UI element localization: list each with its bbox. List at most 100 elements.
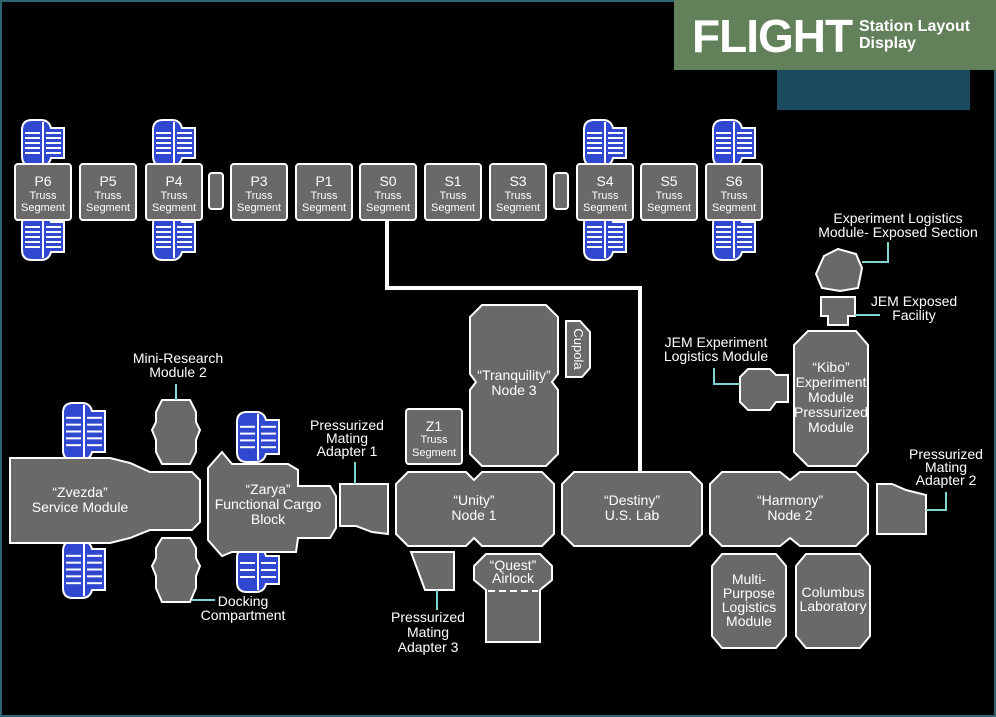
jem-elm-leader xyxy=(713,368,740,385)
module-pma2[interactable] xyxy=(876,483,927,535)
docking-callout-1: Docking xyxy=(218,593,269,609)
truss-sub1: Truss xyxy=(245,190,273,202)
elm-es-callout-2: Module- Exposed Section xyxy=(818,224,978,240)
module-zvezda[interactable]: “Zvezda” Service Module xyxy=(9,457,201,544)
pma2-callout-3: Adapter 2 xyxy=(916,472,977,488)
tranquility-label-2: Node 3 xyxy=(491,382,536,398)
solar-array-s4-upper xyxy=(583,119,627,167)
truss-sub1: Truss xyxy=(591,190,619,202)
truss-sub1: Truss xyxy=(374,190,402,202)
truss-sub1: Truss xyxy=(504,190,532,202)
module-destiny[interactable]: “Destiny” U.S. Lab xyxy=(561,471,703,547)
module-kibo[interactable]: “Kibo” Experiment Module Pressurized Mod… xyxy=(793,330,869,467)
zarya-label-1: “Zarya” xyxy=(245,481,290,497)
truss-sub1: Truss xyxy=(160,190,188,202)
destiny-label-1: “Destiny” xyxy=(604,492,660,508)
subtitle-line1: Station Layout xyxy=(859,18,971,35)
kibo-label-4: Pressurized xyxy=(794,404,868,420)
zarya-label-3: Block xyxy=(251,511,286,527)
module-pma1[interactable] xyxy=(339,483,389,536)
truss-name: S6 xyxy=(725,173,742,189)
truss-name: S5 xyxy=(660,173,677,189)
module-zarya[interactable]: “Zarya” Functional Cargo Block xyxy=(207,450,337,558)
module-z1-truss[interactable]: Z1 Truss Segment xyxy=(405,408,463,465)
module-mplm[interactable]: Multi- Purpose Logistics Module xyxy=(711,553,787,649)
zvezda-label-1: “Zvezda” xyxy=(52,484,108,500)
truss-sub2: Segment xyxy=(496,202,540,214)
truss-name: P1 xyxy=(315,173,332,189)
truss-name: S1 xyxy=(444,173,461,189)
module-unity[interactable]: “Unity” Node 1 xyxy=(395,471,555,547)
module-quest[interactable]: “Quest” Airlock xyxy=(473,553,553,643)
module-mrm2[interactable] xyxy=(150,399,202,465)
zvezda-solar-arrays xyxy=(62,402,106,599)
solar-array-p4-lower xyxy=(152,213,196,261)
module-docking-compartment[interactable] xyxy=(150,537,202,603)
pma1-callout-3: Adapter 1 xyxy=(317,443,378,459)
mrm2-callout-2: Module 2 xyxy=(149,364,207,380)
module-harmony[interactable]: “Harmony” Node 2 xyxy=(709,471,869,547)
unity-label-2: Node 1 xyxy=(451,507,496,523)
display-subtitle: Station Layout Display xyxy=(859,18,970,52)
harmony-label-2: Node 2 xyxy=(767,507,812,523)
kibo-label-3: Module xyxy=(808,389,854,405)
truss-sub2: Segment xyxy=(366,202,410,214)
kibo-label-1: “Kibo” xyxy=(812,359,850,375)
truss-name: S4 xyxy=(596,173,613,189)
module-jem-ef[interactable] xyxy=(820,296,856,326)
truss-sub1: Truss xyxy=(94,190,122,202)
truss-sub2: Segment xyxy=(86,202,130,214)
truss-sub2: Segment xyxy=(647,202,691,214)
truss-spacer-2 xyxy=(553,172,569,210)
module-cupola[interactable]: Cupola xyxy=(565,320,591,378)
elm-es-callout-1: Experiment Logistics xyxy=(833,210,962,226)
module-tranquility[interactable]: “Tranquility” Node 3 xyxy=(469,304,559,467)
s0-destiny-connector xyxy=(385,221,642,472)
z1-label-2: Truss xyxy=(420,434,448,446)
truss-name: P4 xyxy=(165,173,182,189)
unity-label-1: “Unity” xyxy=(453,492,495,508)
truss-sub1: Truss xyxy=(310,190,338,202)
module-columbus[interactable]: Columbus Laboratory xyxy=(795,553,871,649)
truss-sub1: Truss xyxy=(439,190,467,202)
solar-array-s4-lower xyxy=(583,213,627,261)
module-jem-elm[interactable] xyxy=(739,368,789,411)
harmony-label-1: “Harmony” xyxy=(757,492,823,508)
solar-array-zarya-lower xyxy=(236,547,280,593)
pma1-callout-2: Mating xyxy=(326,430,368,446)
subtitle-line2: Display xyxy=(859,35,916,52)
solar-array-p6-lower xyxy=(21,213,65,261)
docking-callout-2: Compartment xyxy=(201,607,286,623)
solar-array-zvezda-upper xyxy=(62,402,106,461)
truss-sub1: Truss xyxy=(655,190,683,202)
truss-sub1: Truss xyxy=(720,190,748,202)
solar-array-zarya-upper xyxy=(236,411,280,463)
truss-name: P5 xyxy=(99,173,116,189)
jem-elm-callout-2: Logistics Module xyxy=(664,348,768,364)
truss-name: S0 xyxy=(379,173,396,189)
z1-label-1: Z1 xyxy=(426,418,443,434)
truss-sub2: Segment xyxy=(152,202,196,214)
solar-array-p4-upper xyxy=(152,119,196,167)
pma3-callout-2: Mating xyxy=(407,624,449,640)
title-tab xyxy=(777,70,970,110)
module-elm-es[interactable] xyxy=(814,247,864,293)
elm-es-leader xyxy=(862,242,889,263)
destiny-label-2: U.S. Lab xyxy=(605,507,660,523)
module-pma3[interactable] xyxy=(409,551,455,591)
zarya-solar-arrays xyxy=(236,411,280,593)
solar-array-zvezda-lower xyxy=(62,540,106,599)
title-banner xyxy=(674,0,996,70)
kibo-label-5: Module xyxy=(808,419,854,435)
